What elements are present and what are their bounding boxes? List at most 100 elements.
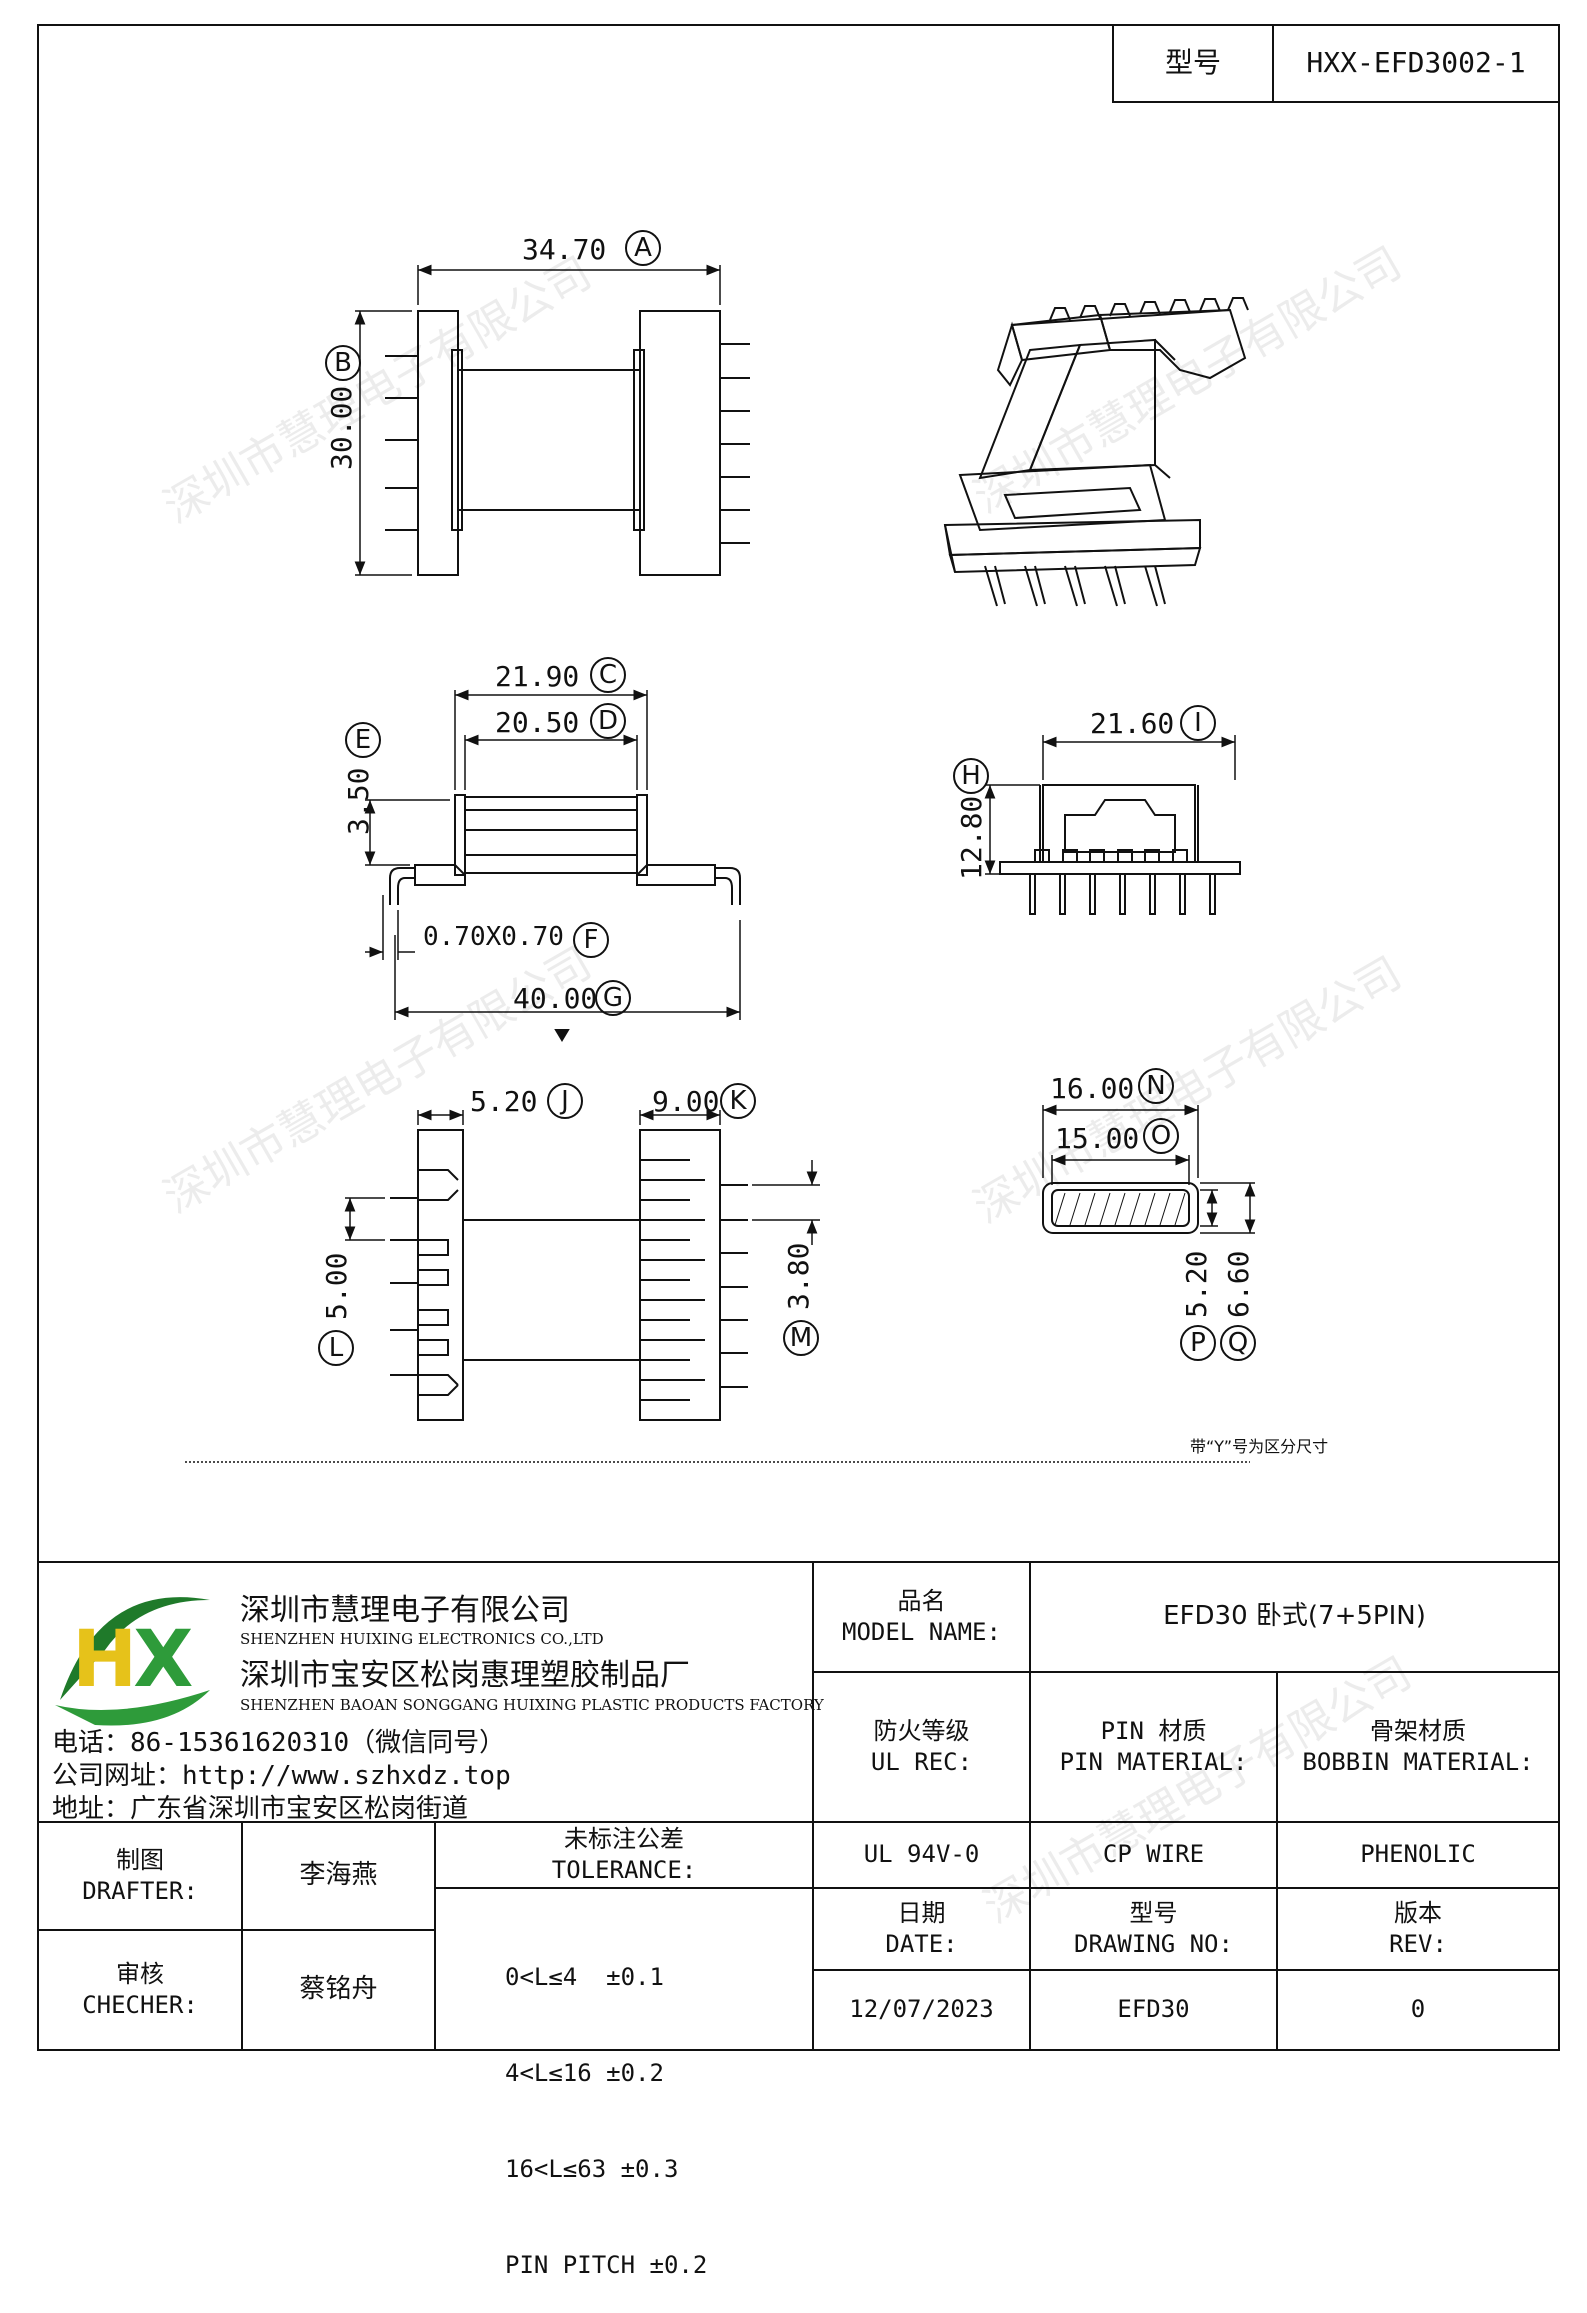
drafter-label-cn: 制图 (116, 1845, 164, 1874)
dim-q-tag: Q (1220, 1325, 1256, 1361)
company-name-cn: 深圳市慧理电子有限公司 (240, 1593, 570, 1628)
checker-label-cn: 审核 (116, 1959, 164, 1988)
drafter-label-en: DRAFTER: (82, 1877, 198, 1905)
dim-h: 12.80 (955, 795, 988, 880)
pin-material-label-cn: PIN 材质 (1100, 1716, 1207, 1745)
rev-value: 0 (1410, 1995, 1426, 2024)
view-isometric (943, 297, 1249, 607)
model-value: HXX-EFD3002-1 (1306, 46, 1526, 80)
dim-k-tag: K (720, 1083, 756, 1119)
pin-material-label: PIN 材质 PIN MATERIAL: (1030, 1672, 1277, 1822)
model-box (1112, 24, 1560, 103)
ul-rec-label-cn: 防火等级 (873, 1716, 970, 1745)
dim-m: 3.80 (782, 1242, 815, 1310)
pin-material-label-en: PIN MATERIAL: (1059, 1748, 1248, 1776)
dim-p: 5.20 (1180, 1250, 1213, 1318)
rev-label-cn: 版本 (1394, 1898, 1442, 1927)
logo-letter-h: H (72, 1615, 137, 1705)
drawing-frame (37, 24, 1560, 2051)
factory-name-en: SHENZHEN BAOAN SONGGANG HUIXING PLASTIC … (240, 1696, 824, 1714)
tolerance-label: 未标注公差 TOLERANCE: (435, 1822, 813, 1888)
dim-c-tag: C (590, 657, 626, 693)
tolerance-line: 4<L≤16 ±0.2 (505, 2059, 664, 2087)
drafter-label: 制图 DRAFTER: (38, 1822, 242, 1930)
note-text: 带“Y”号为区分尺寸 (1190, 1437, 1329, 1456)
checker-value: 蔡铭舟 (299, 1974, 378, 2005)
view-top (354, 264, 750, 576)
checker-label: 审核 CHECHER: (38, 1930, 242, 2050)
company-logo (55, 1597, 210, 1726)
drawing-no-label-en: DRAWING NO: (1074, 1930, 1233, 1958)
model-name-label-cn: 品名 (897, 1586, 946, 1615)
view-bottom (344, 1109, 820, 1421)
ul-rec-value: UL 94V-0 (863, 1840, 980, 1869)
dim-f-tag: F (573, 922, 609, 958)
dim-l: 5.00 (320, 1252, 353, 1320)
dim-n-tag: N (1138, 1068, 1174, 1104)
dim-b: 30.00 (325, 385, 358, 470)
dim-m-tag: M (783, 1320, 819, 1356)
dim-g-tag: G (595, 980, 631, 1016)
date-label-cn: 日期 (897, 1898, 946, 1927)
logo-letter-x: X (133, 1615, 193, 1705)
bobbin-material-value: PHENOLIC (1360, 1840, 1476, 1869)
company-address: 地址：广东省深圳市宝安区松岗街道 (52, 1794, 469, 1824)
bobbin-material-label: 骨架材质 BOBBIN MATERIAL: (1277, 1672, 1559, 1822)
date-label: 日期 DATE: (813, 1888, 1030, 1970)
dim-h-tag: H (953, 758, 989, 794)
dim-e: 3.50 (342, 767, 375, 835)
dim-i-tag: I (1180, 705, 1216, 741)
tolerance-values: 0<L≤4 ±0.1 4<L≤16 ±0.2 16<L≤63 ±0.3 PIN … (505, 1897, 707, 2313)
rev-label: 版本 REV: (1277, 1888, 1559, 1970)
dim-k: 9.00 (652, 1085, 720, 1118)
date-label-en: DATE: (885, 1930, 958, 1958)
dim-j: 5.20 (470, 1085, 538, 1118)
pin-material-value: CP WIRE (1102, 1840, 1205, 1869)
tolerance-label-en: TOLERANCE: (551, 1856, 697, 1884)
bobbin-material-label-cn: 骨架材质 (1370, 1716, 1466, 1745)
dim-l-tag: L (318, 1330, 354, 1366)
logo-text: HX (72, 1615, 193, 1705)
factory-name-cn: 深圳市宝安区松岗惠理塑胶制品厂 (240, 1658, 690, 1693)
dim-q: 6.60 (1222, 1250, 1255, 1318)
ul-rec-label-en: UL REC: (870, 1748, 973, 1776)
engineering-drawing (37, 24, 1560, 2051)
dim-o: 15.00 (1055, 1122, 1140, 1155)
tolerance-line: 16<L≤63 ±0.3 (505, 2155, 679, 2183)
dim-g: 40.00 (513, 982, 598, 1015)
dim-b-tag: B (325, 345, 361, 381)
drawing-no-value: EFD30 (1117, 1995, 1190, 2024)
dim-i: 21.60 (1090, 707, 1175, 740)
dim-n: 16.00 (1050, 1072, 1135, 1105)
dim-j-tag: J (547, 1083, 583, 1119)
bobbin-material-label-en: BOBBIN MATERIAL: (1302, 1748, 1534, 1776)
model-name-label: 品名 MODEL NAME: (813, 1562, 1030, 1672)
dim-d-tag: D (590, 703, 626, 739)
checker-label-en: CHECHER: (82, 1991, 198, 2019)
dim-a: 34.70 (522, 233, 607, 266)
title-block-grid (38, 1561, 1559, 2050)
drawing-no-label: 型号 DRAWING NO: (1030, 1888, 1277, 1970)
dim-f: 0.70X0.70 (423, 922, 564, 952)
tolerance-line: PIN PITCH ±0.2 (505, 2251, 708, 2279)
dim-o-tag: O (1143, 1118, 1179, 1154)
date-value: 12/07/2023 (849, 1995, 994, 2024)
tolerance-line: 0<L≤4 ±0.1 (505, 1963, 664, 1991)
drawing-no-label-cn: 型号 (1129, 1898, 1178, 1927)
ul-rec-label: 防火等级 UL REC: (813, 1672, 1030, 1822)
tolerance-label-cn: 未标注公差 (564, 1824, 684, 1853)
view-side (364, 689, 741, 1042)
dim-d: 20.50 (495, 706, 580, 739)
dim-p-tag: P (1180, 1325, 1216, 1361)
model-name-value: EFD30 卧式(7+5PIN) (1163, 1601, 1426, 1632)
view-section (1042, 1104, 1256, 1234)
dim-c: 21.90 (495, 660, 580, 693)
rev-label-en: REV: (1389, 1930, 1447, 1958)
view-front (984, 735, 1241, 915)
model-label: 型号 (1164, 46, 1221, 80)
company-name-en: SHENZHEN HUIXING ELECTRONICS CO.,LTD (240, 1630, 604, 1648)
dim-a-tag: A (625, 230, 661, 266)
company-website: 公司网址：http://www.szhxdz.top (52, 1761, 511, 1791)
dim-e-tag: E (345, 722, 381, 758)
company-phone: 电话：86-15361620310（微信同号） (52, 1728, 506, 1758)
